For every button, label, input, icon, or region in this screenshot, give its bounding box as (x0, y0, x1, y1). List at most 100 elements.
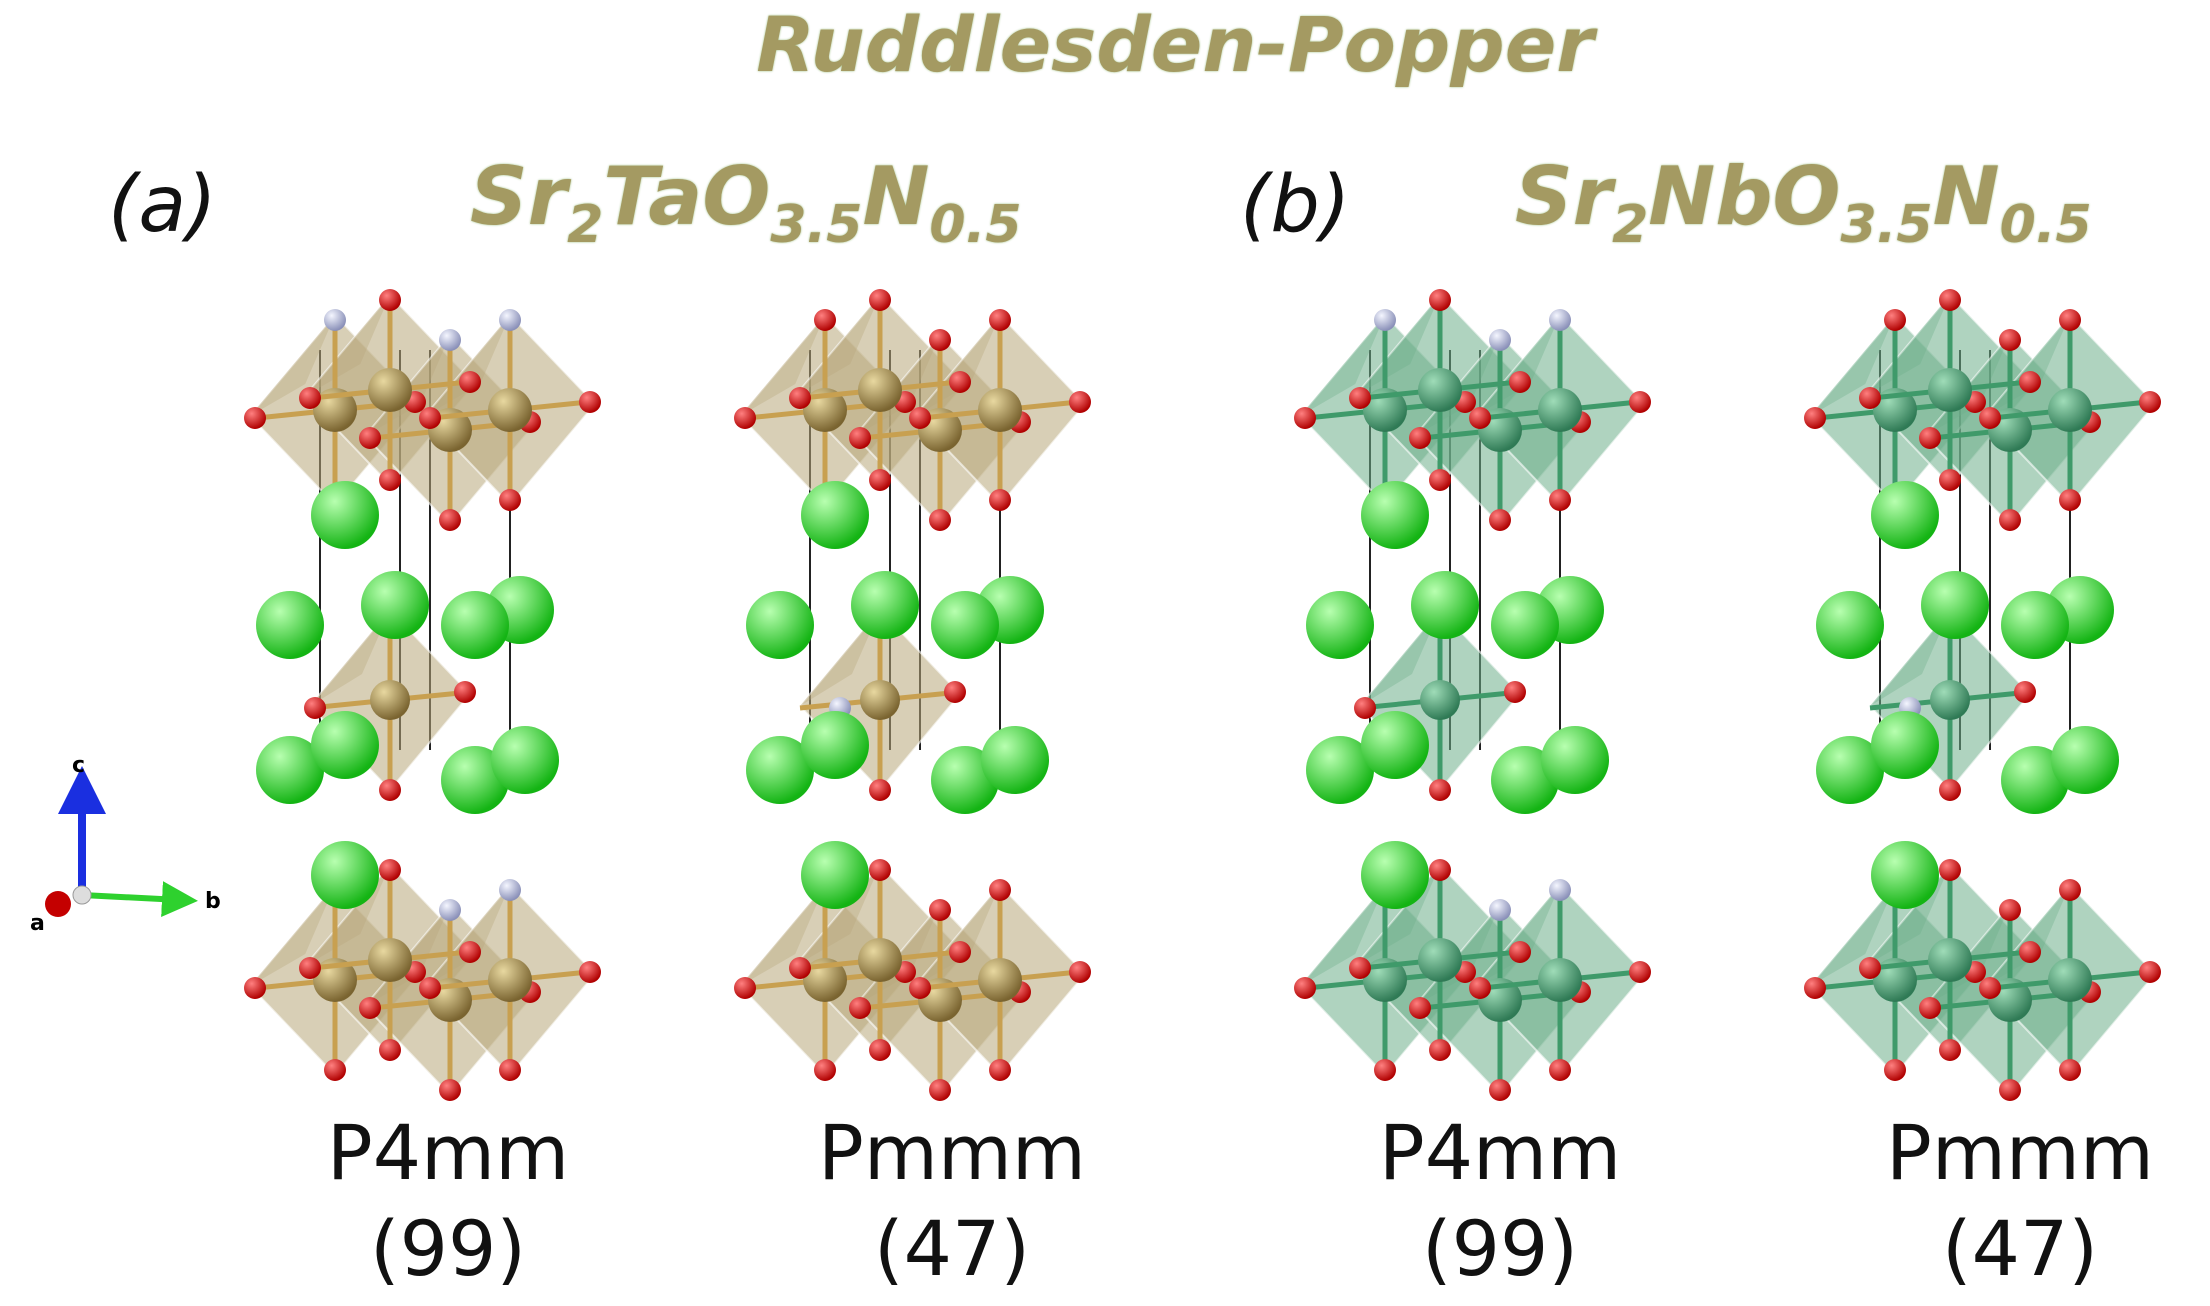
o-atom-top-3-r (1069, 391, 1091, 413)
apex-atom-bottom-2-bottom (1999, 1079, 2021, 1101)
apex-atom-top-1-top (1429, 289, 1451, 311)
sr-atom-5 (256, 736, 324, 804)
o-atom-bottom-1-r (2019, 941, 2041, 963)
o-atom-bottom-3-r (579, 961, 601, 983)
sr-atom-2 (1921, 571, 1989, 639)
o-atom-bottom-0-l (734, 977, 756, 999)
sr-atom-2 (1411, 571, 1479, 639)
o-atom-bottom-3-r (1629, 961, 1651, 983)
o-atom-bottom-2-l (1919, 997, 1941, 1019)
sr-atom-6 (311, 711, 379, 779)
apex-atom-top-3-bottom (499, 489, 521, 511)
o-atom-top-2-l (359, 427, 381, 449)
apex-atom-top-2-bottom (1999, 509, 2021, 531)
axis-label-a: a (30, 911, 45, 936)
center-atom-right (2014, 681, 2036, 703)
sr-atom-5 (746, 736, 814, 804)
o-atom-top-3-l (1469, 407, 1491, 429)
sr-atom-9 (801, 841, 869, 909)
apex-atom-top-2-top (929, 329, 951, 351)
apex-atom-top-0-top (324, 309, 346, 331)
o-atom-top-1-r (459, 371, 481, 393)
space-group-label-ta-p4mm: P4mm(99) (326, 1108, 570, 1293)
apex-atom-top-1-bottom (1939, 469, 1961, 491)
apex-atom-top-1-top (869, 289, 891, 311)
panel-b-formula: Sr2NbO3.5N0.5 (1515, 150, 2092, 255)
apex-atom-top-1-bottom (379, 469, 401, 491)
metal-atom-bottom-3 (2048, 958, 2092, 1002)
panel-a-formula: Sr2TaO3.5N0.5 (470, 150, 1022, 255)
apex-atom-bottom-1-top (1939, 859, 1961, 881)
apex-atom-top-3-top (2059, 309, 2081, 331)
o-atom-bottom-1-r (1509, 941, 1531, 963)
o-atom-top-3-r (579, 391, 601, 413)
apex-atom-bottom-1-top (1429, 859, 1451, 881)
apex-atom-bottom-2-bottom (929, 1079, 951, 1101)
sr-atom-9 (1361, 841, 1429, 909)
o-atom-top-2-l (849, 427, 871, 449)
o-atom-top-0-l (244, 407, 266, 429)
center-atom-right (454, 681, 476, 703)
o-atom-bottom-3-r (1069, 961, 1091, 983)
metal-atom-top-1 (858, 368, 902, 412)
center-atom-bottom (1939, 779, 1961, 801)
o-atom-bottom-2-l (849, 997, 871, 1019)
metal-atom-top-3 (978, 388, 1022, 432)
apex-atom-bottom-0-bottom (1884, 1059, 1906, 1081)
sr-atom-6 (1871, 711, 1939, 779)
apex-atom-bottom-3-top (499, 879, 521, 901)
o-atom-top-1-l (789, 387, 811, 409)
apex-atom-bottom-2-top (439, 899, 461, 921)
sr-atom-1 (256, 591, 324, 659)
apex-atom-top-2-bottom (929, 509, 951, 531)
structure-nb-pmmm (1800, 289, 2210, 1101)
apex-atom-top-3-bottom (989, 489, 1011, 511)
apex-atom-bottom-3-bottom (2059, 1059, 2081, 1081)
apex-atom-top-0-top (1374, 309, 1396, 331)
sr-atom-4 (931, 591, 999, 659)
sr-atom-5 (1816, 736, 1884, 804)
metal-atom-bottom-1 (1928, 938, 1972, 982)
apex-atom-top-1-bottom (869, 469, 891, 491)
space-group-label-ta-pmmm: Pmmm(47) (818, 1108, 1086, 1293)
sr-atom-0 (1871, 481, 1939, 549)
o-atom-bottom-1-l (789, 957, 811, 979)
center-atom-left (1354, 697, 1376, 719)
structure-nb-p4mm (1290, 289, 1710, 1101)
sr-atom-4 (441, 591, 509, 659)
apex-atom-top-2-top (439, 329, 461, 351)
o-atom-bottom-3-l (1979, 977, 2001, 999)
apex-atom-bottom-2-bottom (439, 1079, 461, 1101)
o-atom-bottom-0-l (1294, 977, 1316, 999)
axis-triad: c b a (20, 740, 240, 940)
apex-atom-top-3-top (989, 309, 1011, 331)
sr-atom-4 (1491, 591, 1559, 659)
apex-atom-top-2-bottom (1489, 509, 1511, 531)
metal-atom-bottom-3 (1538, 958, 1582, 1002)
apex-atom-top-0-top (1884, 309, 1906, 331)
apex-atom-top-2-bottom (439, 509, 461, 531)
apex-atom-top-3-bottom (2059, 489, 2081, 511)
apex-atom-bottom-1-top (379, 859, 401, 881)
sr-atom-9 (311, 841, 379, 909)
space-group-label-nb-p4mm: P4mm(99) (1378, 1108, 1622, 1293)
structure-ta-pmmm (730, 289, 1150, 1101)
apex-atom-bottom-3-top (1549, 879, 1571, 901)
axis-label-c: c (72, 753, 85, 778)
o-atom-top-2-l (1409, 427, 1431, 449)
metal-atom-bottom-3 (978, 958, 1022, 1002)
metal-atom-bottom-3 (488, 958, 532, 1002)
o-atom-bottom-1-l (299, 957, 321, 979)
apex-atom-top-2-top (1999, 329, 2021, 351)
o-atom-top-1-l (299, 387, 321, 409)
sr-atom-1 (1306, 591, 1374, 659)
metal-atom-top-3 (488, 388, 532, 432)
o-atom-bottom-3-l (1469, 977, 1491, 999)
apex-atom-top-1-top (1939, 289, 1961, 311)
b-axis-arrow (81, 881, 198, 918)
apex-atom-bottom-2-top (1489, 899, 1511, 921)
o-atom-top-3-l (419, 407, 441, 429)
metal-atom-top-3 (1538, 388, 1582, 432)
sr-atom-1 (746, 591, 814, 659)
metal-atom-bottom-1 (1418, 938, 1462, 982)
